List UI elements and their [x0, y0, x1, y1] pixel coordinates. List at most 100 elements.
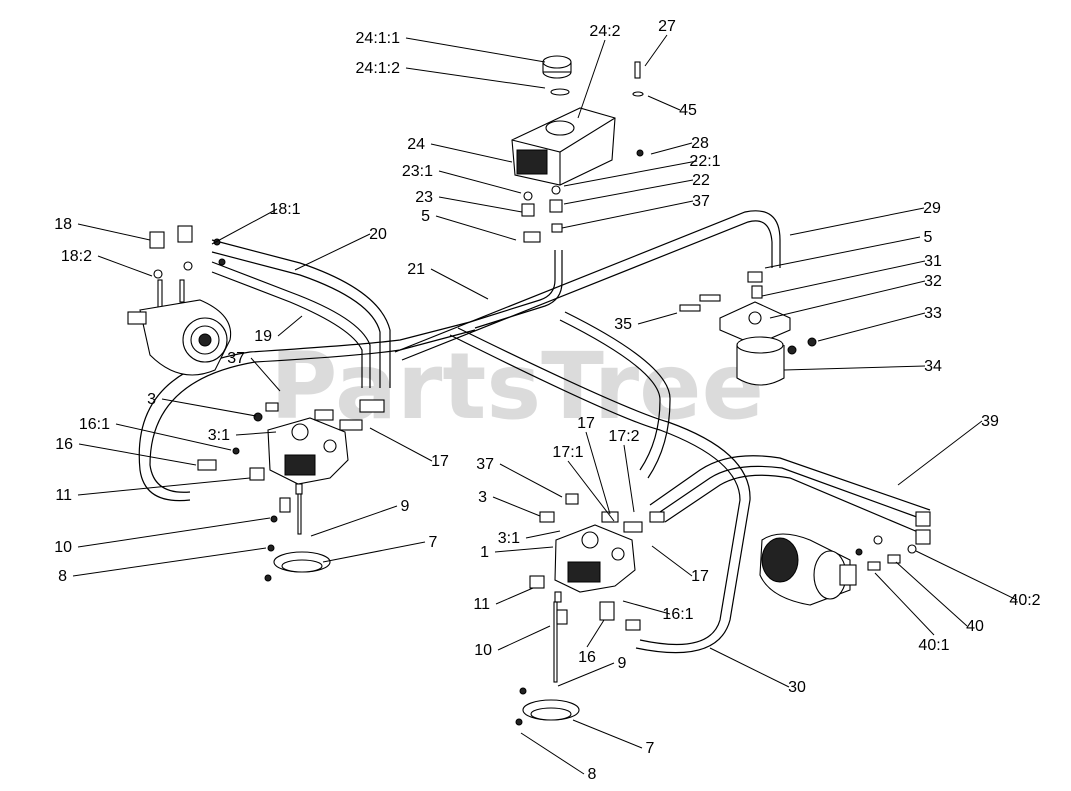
leader-line	[77, 223, 151, 241]
callout-23: 23	[415, 189, 433, 206]
callout-16-1: 16:1	[662, 606, 693, 623]
callout-17-2: 17:2	[608, 428, 639, 445]
leader-line	[97, 255, 153, 277]
callout-9: 9	[618, 655, 627, 672]
leader-line	[161, 398, 257, 417]
callout-45: 45	[679, 102, 697, 119]
callout-28: 28	[691, 135, 709, 152]
leader-line	[115, 423, 232, 451]
callout-17-1: 17:1	[552, 444, 583, 461]
callout-33: 33	[924, 305, 942, 322]
callout-11: 11	[55, 487, 72, 504]
callout-34: 34	[924, 358, 942, 375]
callout-18-1: 18:1	[269, 201, 300, 218]
callout-27: 27	[658, 18, 676, 35]
leader-line	[897, 420, 983, 486]
leader-line	[761, 260, 926, 297]
callout-7: 7	[429, 534, 438, 551]
leader-line	[294, 233, 371, 271]
left-hydraulic-motor	[127, 225, 232, 376]
leader-line	[769, 280, 926, 319]
callout-3-1: 3:1	[208, 427, 230, 444]
leader-line	[895, 561, 968, 627]
callout-37: 37	[476, 456, 494, 473]
callout-32: 32	[924, 273, 942, 290]
leader-line	[235, 431, 277, 436]
leader-line	[817, 312, 926, 342]
leader-line	[277, 315, 303, 337]
leader-line	[623, 444, 635, 513]
leader-line	[77, 517, 271, 548]
callout-18-2: 18:2	[61, 248, 92, 265]
leader-line	[644, 34, 668, 67]
callout-10: 10	[474, 642, 492, 659]
leader-line	[250, 357, 281, 392]
callout-24-1-1: 24:1:1	[356, 30, 401, 47]
leader-line	[783, 365, 926, 371]
leader-line	[495, 587, 534, 605]
callout-10: 10	[54, 539, 72, 556]
callout-23-1: 23:1	[402, 163, 433, 180]
callout-5: 5	[924, 229, 933, 246]
leader-line	[915, 550, 1018, 601]
leader-line	[637, 312, 678, 325]
callout-24-2: 24:2	[589, 23, 620, 40]
callout-24: 24	[407, 136, 425, 153]
callout-35: 35	[614, 316, 632, 333]
bracket-and-filter	[679, 271, 817, 386]
leader-line	[310, 505, 398, 537]
leader-line	[764, 236, 921, 269]
leader-line	[211, 208, 278, 245]
callout-37: 37	[227, 350, 245, 367]
callout-20: 20	[369, 226, 387, 243]
leader-line	[405, 37, 546, 63]
leader-line	[369, 427, 433, 462]
right-hydraulic-motor	[759, 511, 931, 606]
callout-17: 17	[431, 453, 449, 470]
leader-line	[567, 460, 615, 522]
callout-11: 11	[473, 596, 490, 613]
leader-line	[520, 732, 585, 775]
callout-3-1: 3:1	[498, 530, 520, 547]
callout-40: 40	[966, 618, 984, 635]
callout-5: 5	[421, 208, 430, 225]
callout-16-1: 16:1	[79, 416, 110, 433]
callout-30: 30	[788, 679, 806, 696]
leader-line	[622, 600, 671, 615]
callout-16: 16	[55, 436, 73, 453]
callout-8: 8	[58, 568, 67, 585]
leader-line	[651, 545, 693, 577]
callout-16: 16	[578, 649, 596, 666]
leader-line	[497, 625, 551, 651]
leader-line	[650, 142, 693, 155]
leader-line	[563, 179, 694, 205]
leader-line	[499, 463, 563, 498]
leader-line	[563, 160, 698, 187]
leader-line	[77, 477, 251, 496]
leader-line	[789, 207, 925, 236]
leader-line	[322, 541, 426, 563]
callout-3: 3	[478, 489, 487, 506]
leader-line	[78, 443, 197, 466]
callout-18: 18	[54, 216, 72, 233]
leader-line	[438, 170, 522, 194]
callout-22-1: 22:1	[689, 153, 720, 170]
leader-line	[572, 719, 643, 749]
leader-line	[430, 268, 489, 300]
leader-line	[561, 200, 694, 229]
callout-9: 9	[401, 498, 410, 515]
callout-24-1-2: 24:1:2	[356, 60, 401, 77]
leader-line	[435, 215, 517, 241]
right-pump	[515, 493, 665, 726]
callout-17: 17	[691, 568, 709, 585]
hoses	[138, 210, 931, 654]
callout-8: 8	[588, 766, 597, 783]
leader-line	[494, 546, 554, 553]
leader-line	[709, 647, 790, 688]
leader-line	[577, 39, 606, 119]
left-pump	[197, 399, 385, 582]
callout-3: 3	[147, 391, 156, 408]
leader-line	[492, 496, 541, 517]
